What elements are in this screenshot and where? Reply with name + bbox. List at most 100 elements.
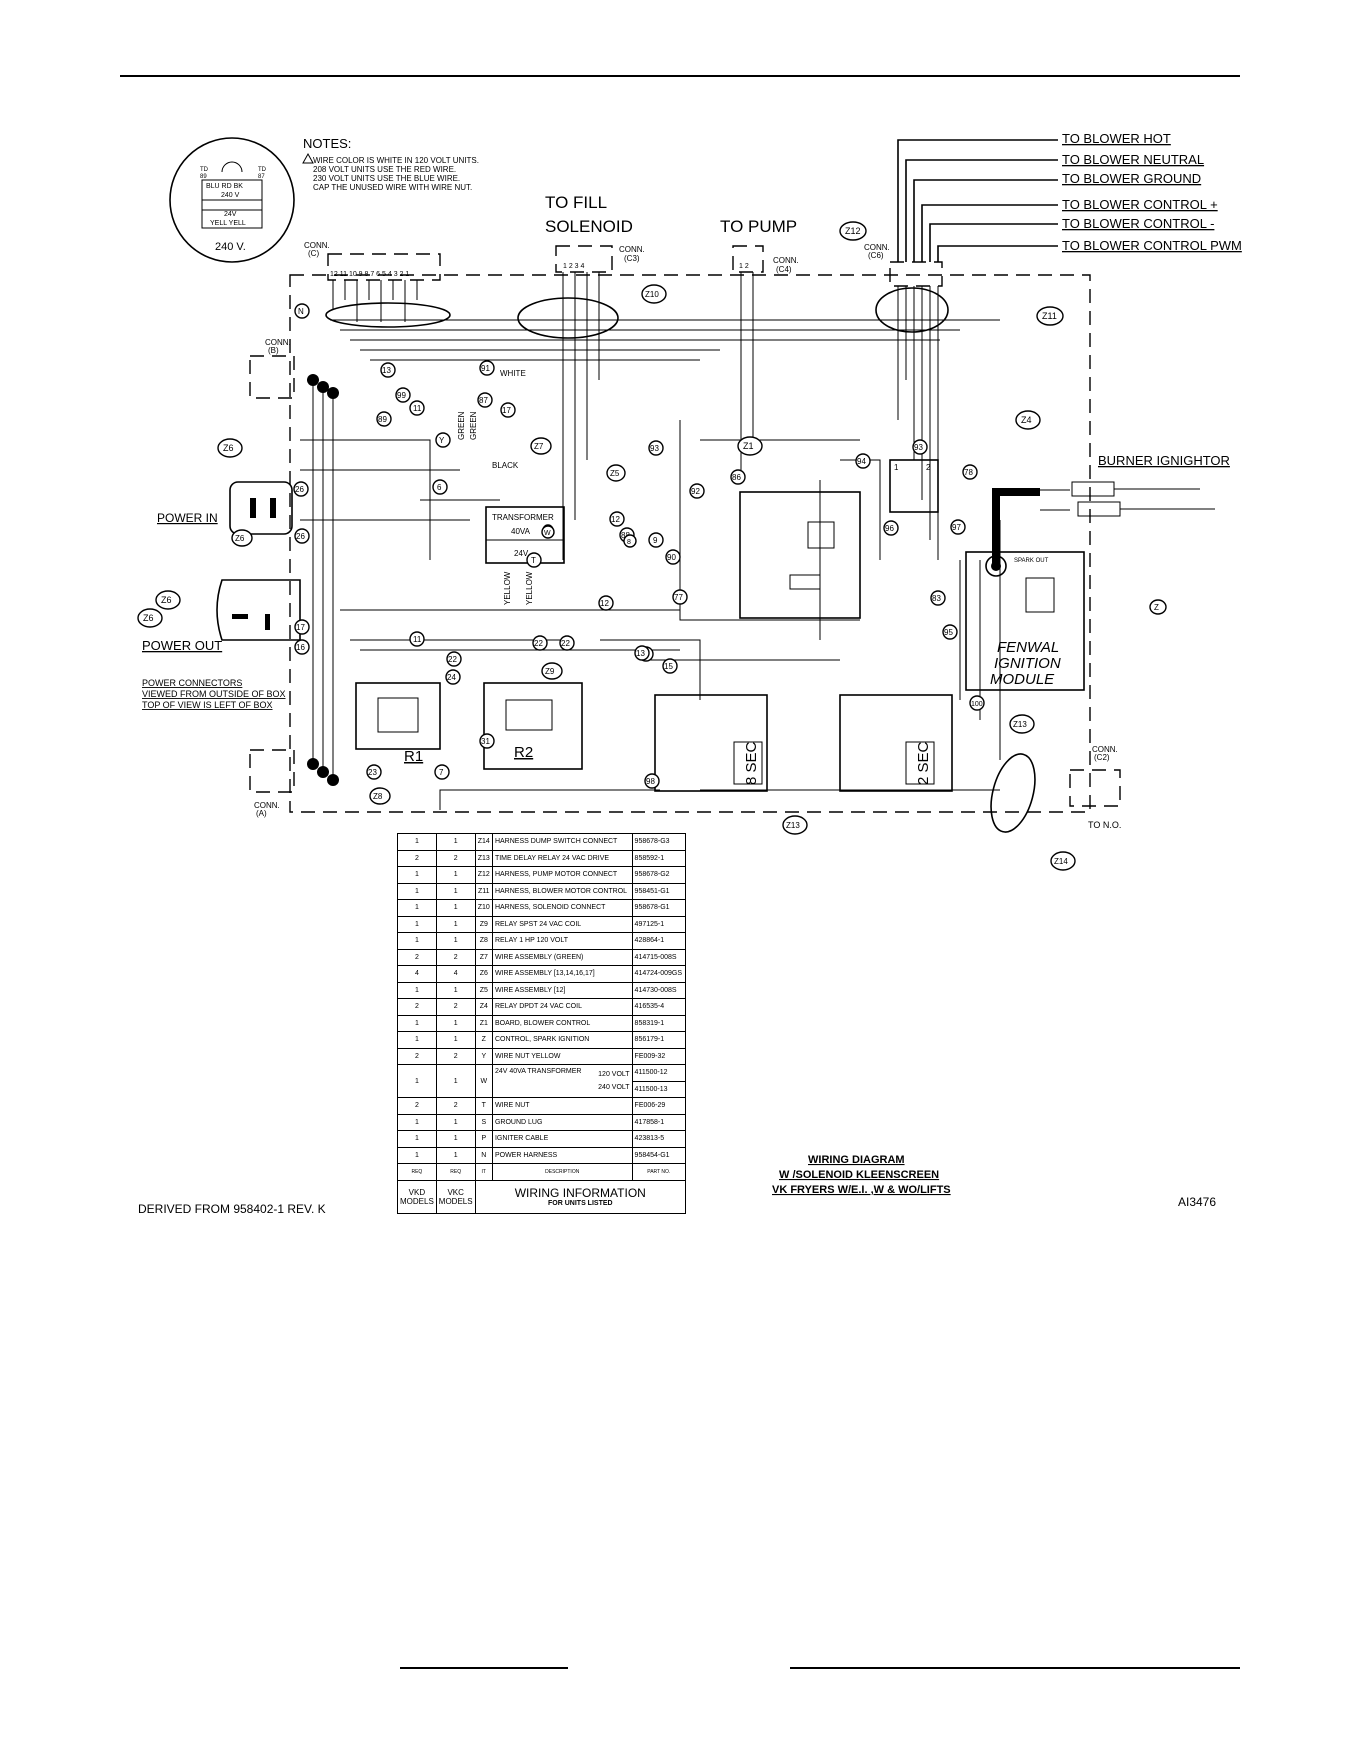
svg-text:(A): (A) [256,809,267,818]
table-cell: 1 [397,882,437,900]
svg-text:13: 13 [382,366,391,375]
models-cell: VKD MODELS [397,1179,437,1214]
power-in-receptacle: POWER IN [157,481,293,535]
svg-text:22: 22 [534,639,543,648]
table-cell: 856179-1 [631,1031,687,1049]
zone-tags: Z12 Z11 Z4 Z1 Z10 Z13 Z13 Z14 Z6 Z6 Z6 Z… [137,221,1167,871]
svg-text:W: W [544,530,551,537]
svg-text:17: 17 [296,623,305,632]
table-cell: 958678-G1 [631,899,687,917]
table-cell: 1 [435,866,476,884]
wire-label-yellow-1: YELLOW [503,571,512,605]
inset-colors: BLU RD BK [206,183,243,190]
svg-text:(C6): (C6) [868,251,884,260]
relay-z4: 1 2 [889,459,939,513]
table-cell: HARNESS, SOLENOID CONNECT [491,899,633,917]
connector-b: CONN. (B) [249,338,339,399]
table-cell: POWER HARNESS [491,1146,633,1164]
table-cell: RELAY 1 HP 120 VOLT [491,932,633,950]
svg-text:TO BLOWER GROUND: TO BLOWER GROUND [1062,171,1201,186]
table-cell: 1 [397,866,437,884]
svg-text:86: 86 [732,473,741,482]
connector-c3: 1 2 3 4 CONN. (C3) [555,245,645,273]
table-cell: T [474,1097,493,1115]
table-cell: 2 [435,948,476,966]
table-cell: Z7 [474,948,493,966]
svg-text:TO BLOWER HOT: TO BLOWER HOT [1062,131,1171,146]
table-cell: Z10 [474,899,493,917]
svg-text:92: 92 [691,487,700,496]
table-cell: 2 [397,948,437,966]
table-cell: BOARD, BLOWER CONTROL [491,1014,633,1032]
svg-text:CONN.: CONN. [265,338,291,347]
svg-text:Z6: Z6 [143,613,154,623]
table-header-cell: PART NO. [631,1163,687,1181]
note-line-1: WIRE COLOR IS WHITE IN 120 VOLT UNITS. [313,156,479,165]
svg-text:95: 95 [944,628,953,637]
power-in-label: POWER IN [157,511,218,525]
svg-text:8: 8 [627,539,631,546]
inset-num-right: 87 [258,174,265,180]
svg-text:31: 31 [481,737,490,746]
table-cell: 411500-13 [631,1080,687,1098]
svg-text:17: 17 [502,406,511,415]
svg-text:24: 24 [447,673,456,682]
svg-text:Z10: Z10 [645,290,659,299]
wire-number-bubbles: 13 91 99 11 89 87 17 12 88 6 9 8 93 92 9… [293,360,985,789]
wiring-information-title: WIRING INFORMATION [514,1186,646,1200]
table-cell: WIRE ASSEMBLY [13,14,16,17] [491,965,633,983]
title-line-3: VK FRYERS W/E.I. ,W & WO/LIFTS [772,1184,951,1196]
table-cell: CONTROL, SPARK IGNITION [491,1031,633,1049]
svg-text:(C4): (C4) [776,265,792,274]
svg-text:(B): (B) [268,346,279,355]
table-cell: 423813-5 [631,1130,687,1148]
table-cell: 414724-009GS [631,965,687,983]
title-line-1: WIRING DIAGRAM [808,1154,905,1166]
table-cell: 417858-1 [631,1113,687,1131]
svg-text:1 2 3 4: 1 2 3 4 [563,263,585,270]
svg-text:Z6: Z6 [235,534,245,543]
svg-text:TO BLOWER NEUTRAL: TO BLOWER NEUTRAL [1062,152,1204,167]
title-line-2: W /SOLENOID KLEENSCREEN [779,1169,939,1181]
table-cell: 2 [435,1097,476,1115]
svg-text:Z13: Z13 [786,821,800,830]
table-cell: WIRE NUT [491,1097,633,1115]
svg-text:11: 11 [413,635,422,644]
svg-text:96: 96 [885,524,894,533]
notes-block: NOTES: WIRE COLOR IS WHITE IN 120 VOLT U… [302,136,479,192]
table-cell: 2 [397,998,437,1016]
igniter-cable [992,488,1040,566]
svg-text:SPARK OUT: SPARK OUT [1014,558,1049,564]
table-cell: 1 [397,981,437,999]
svg-text:90: 90 [667,553,676,562]
svg-text:Z13: Z13 [1013,720,1027,729]
power-out-receptacle: POWER OUT POWER CONNECTORS VIEWED FROM O… [142,579,301,710]
svg-text:1: 1 [894,463,899,472]
connector-c4: 1 2 CONN. (C4) [732,245,799,274]
svg-text:22: 22 [561,639,570,648]
time-delay-relay-8sec: 8 SEC [654,694,768,792]
table-cell: 428864-1 [631,932,687,950]
table-cell: 1 [435,1130,476,1148]
table-cell: FE009-32 [631,1047,687,1065]
table-cell: 1 [435,1113,476,1131]
svg-text:91: 91 [481,364,490,373]
fenwal-ignition-module: SPARK OUT FENWAL IGNITION MODULE [965,551,1085,691]
svg-text:22: 22 [448,655,457,664]
fill-solenoid-heading-1: TO FILL [545,193,607,212]
models-cell: VKC MODELS [435,1179,476,1214]
svg-text:6: 6 [437,483,442,492]
table-cell: 1 [435,882,476,900]
table-cell: Z [474,1031,493,1049]
connector-c: CONN. (C) 12 11 10 9 8 7 6 5 4 3 2 1 [304,241,441,281]
table-cell: 1 [397,915,437,933]
svg-text:TRANSFORMER: TRANSFORMER [492,513,554,522]
table-cell: 2 [435,998,476,1016]
